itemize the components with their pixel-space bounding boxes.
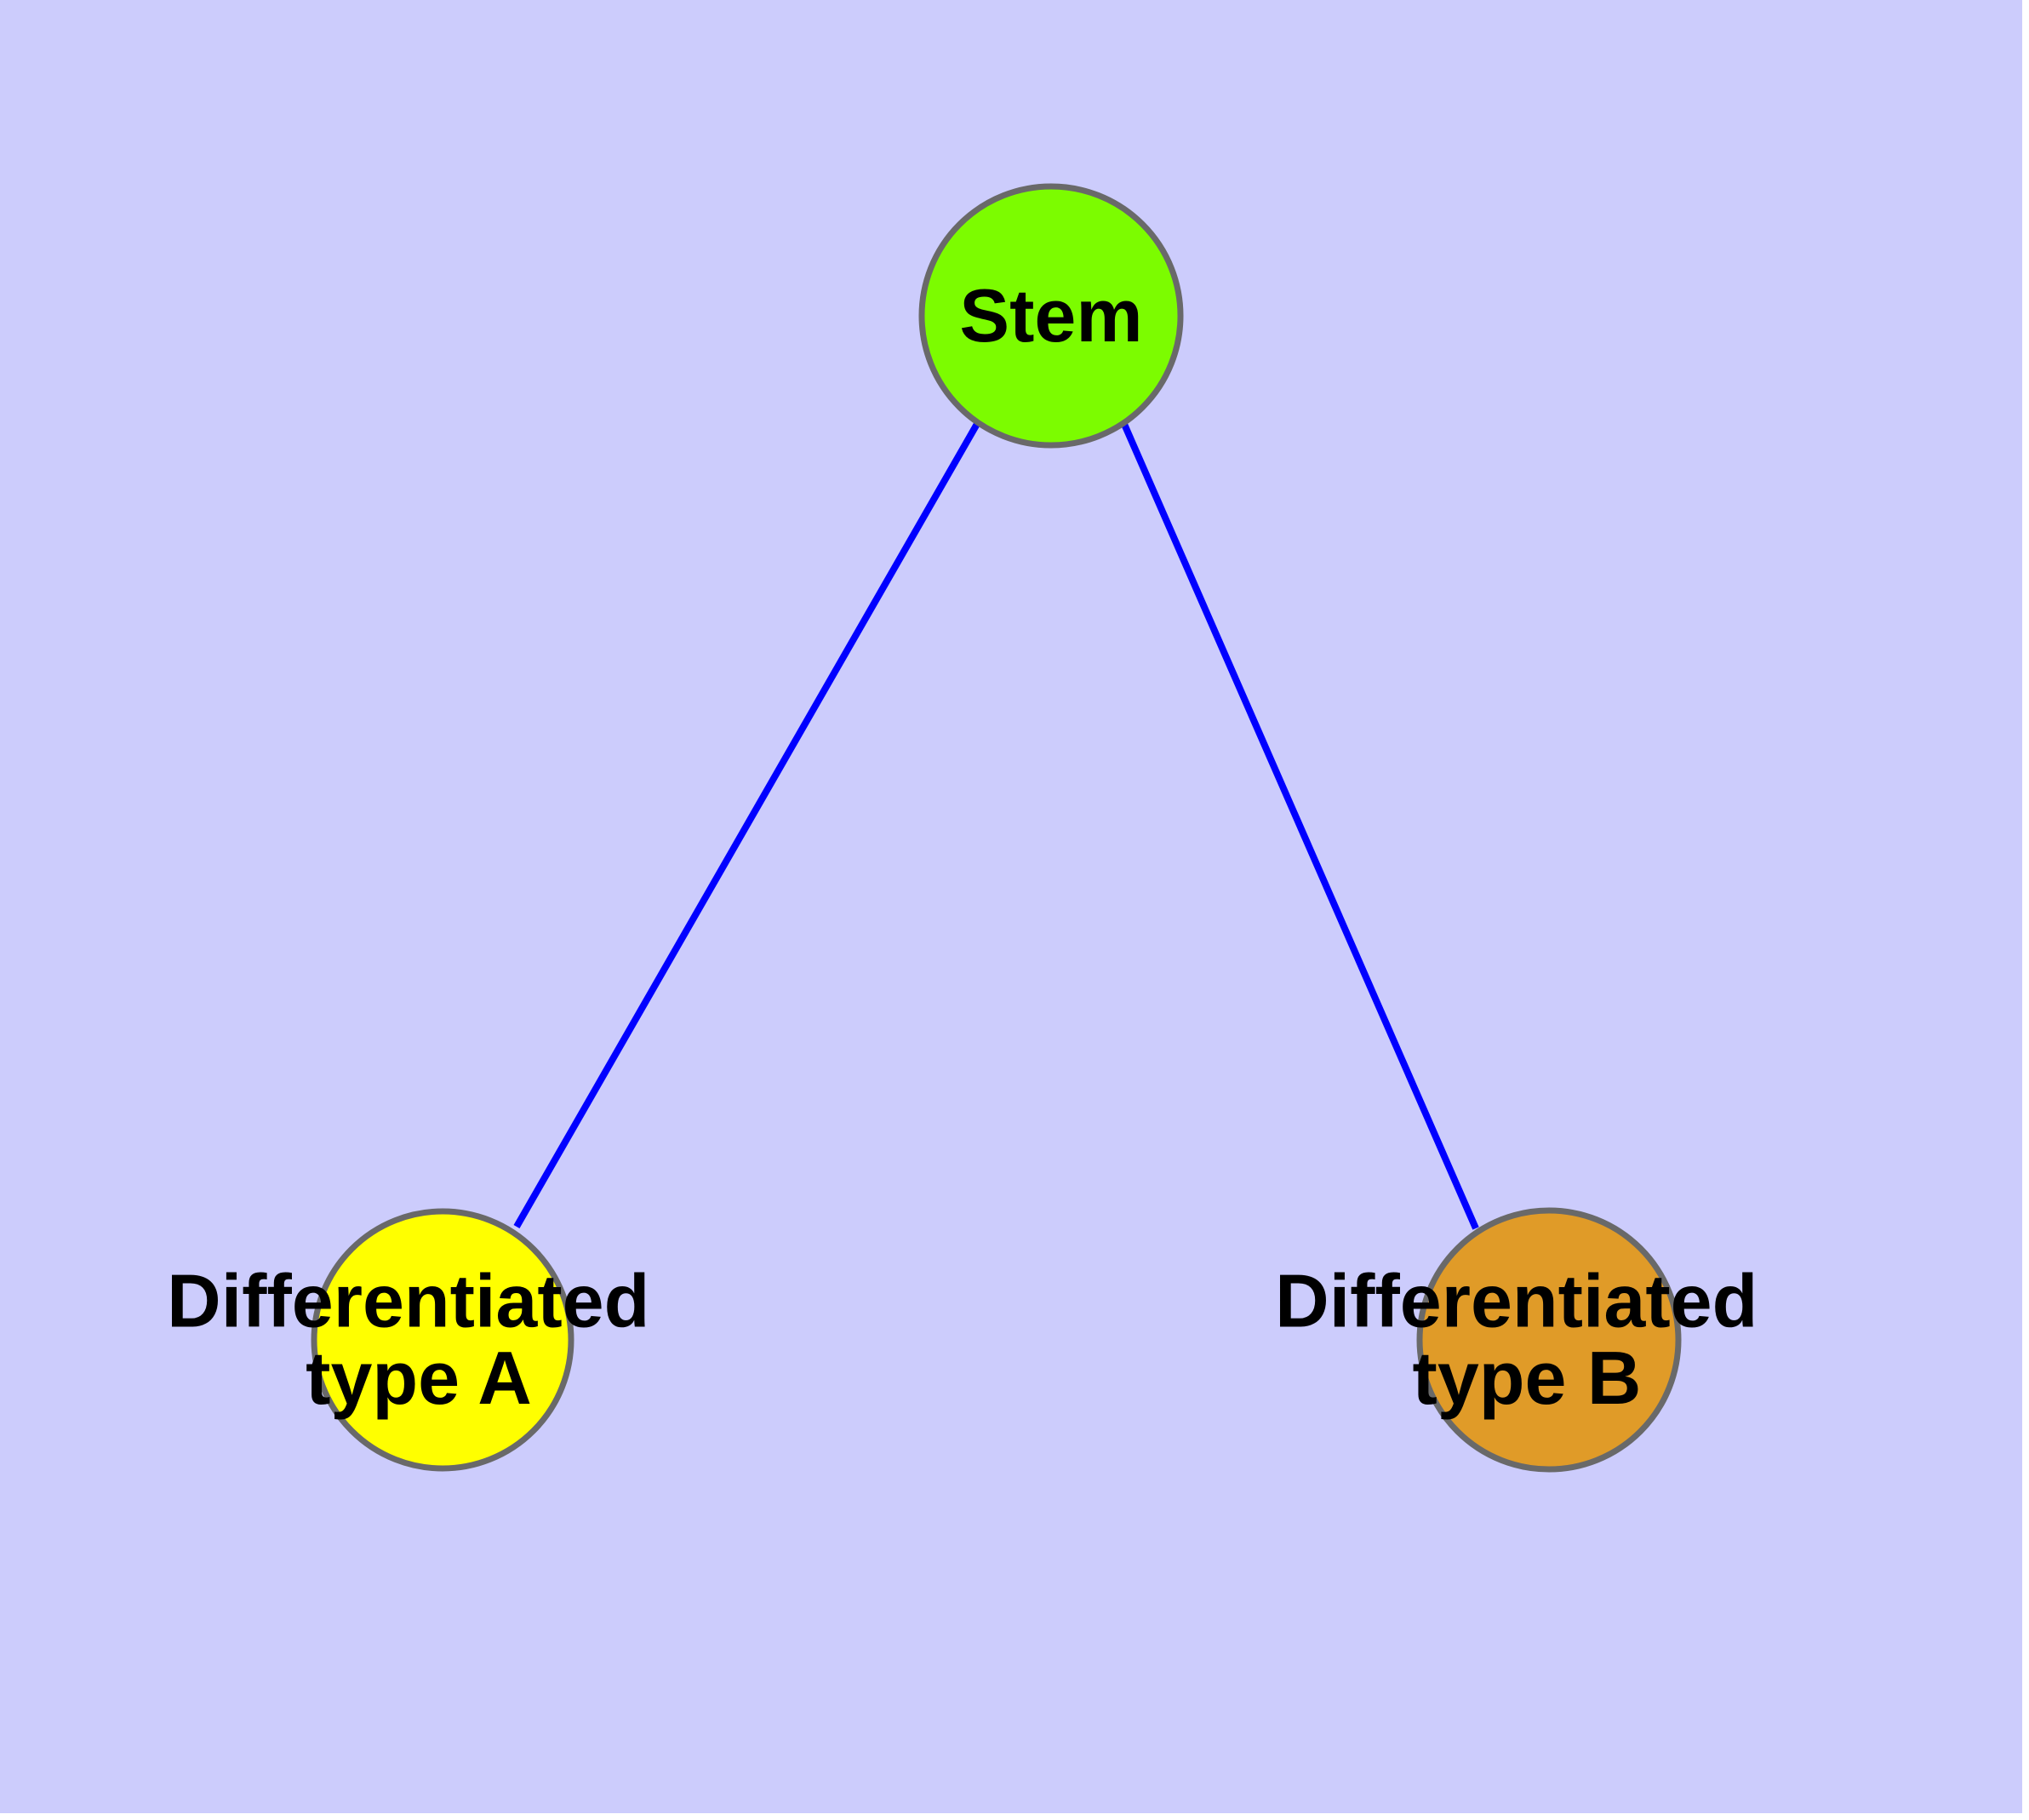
- node-differentiated-type-a-label-line-2: type A: [306, 1336, 532, 1420]
- node-differentiated-type-b-label: Differentiated type B: [1275, 1259, 1779, 1421]
- node-differentiated-type-b-label-line-1: Differentiated: [1275, 1259, 1758, 1343]
- node-differentiated-type-b[interactable]: Differentiated type B: [1275, 1207, 1779, 1473]
- node-differentiated-type-a-circle[interactable]: [311, 1208, 574, 1472]
- node-stem-circle[interactable]: [918, 183, 1184, 449]
- node-stem[interactable]: Stem: [918, 183, 1184, 449]
- node-stem-label-line-1: Stem: [959, 273, 1142, 358]
- node-layer: Stem Differentiated type A Differentiate…: [167, 183, 1779, 1473]
- edge-stem-to-differentiated-type-b[interactable]: [1120, 421, 1479, 1230]
- node-differentiated-type-b-label-line-2: type B: [1413, 1336, 1642, 1420]
- node-stem-label: Stem: [959, 273, 1142, 358]
- node-differentiated-type-a-label-line-1: Differentiated: [167, 1259, 649, 1343]
- edge-stem-to-differentiated-type-a[interactable]: [513, 422, 980, 1228]
- node-differentiated-type-a[interactable]: Differentiated type A: [167, 1208, 671, 1472]
- node-differentiated-type-a-label: Differentiated type A: [167, 1259, 671, 1421]
- node-differentiated-type-b-circle[interactable]: [1416, 1207, 1682, 1473]
- edge-layer: [513, 421, 1479, 1230]
